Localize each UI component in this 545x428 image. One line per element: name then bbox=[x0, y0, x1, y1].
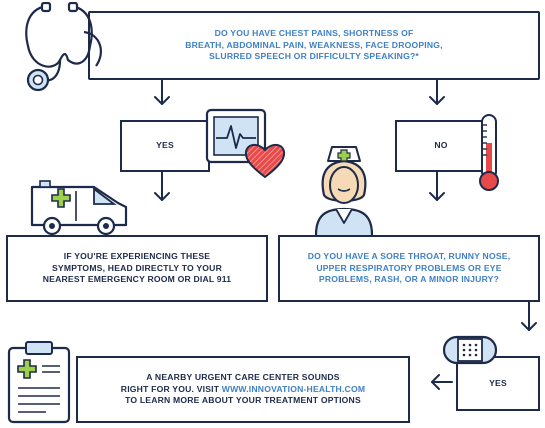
urgent-line-1: A NEARBY URGENT CARE CENTER SOUNDS bbox=[146, 372, 340, 383]
yes-box-2: YES bbox=[456, 356, 540, 411]
urgent-line-3: TO LEARN MORE ABOUT YOUR TREATMENT OPTIO… bbox=[125, 395, 361, 406]
question-minor-text: DO YOU HAVE A SORE THROAT, RUNNY NOSE, U… bbox=[307, 251, 511, 285]
yes-box-1: YES bbox=[120, 120, 210, 172]
clipboard-icon bbox=[7, 341, 71, 424]
question-chest-pain-box: DO YOU HAVE CHEST PAINS, SHORTNESS OF BR… bbox=[88, 11, 540, 80]
emergency-box: IF YOU'RE EXPERIENCING THESE SYMPTOMS, H… bbox=[6, 235, 268, 302]
thermometer-icon bbox=[479, 114, 499, 191]
nurse-icon bbox=[314, 146, 374, 235]
ambulance-icon bbox=[30, 180, 128, 236]
urgent-line-2: RIGHT FOR YOU. VISIT WWW.INNOVATION-HEAL… bbox=[121, 384, 365, 396]
stethoscope-icon bbox=[25, 2, 102, 92]
no-box: NO bbox=[395, 120, 487, 172]
urgent-care-box: A NEARBY URGENT CARE CENTER SOUNDS RIGHT… bbox=[76, 356, 410, 423]
bandage-icon bbox=[442, 335, 498, 365]
yes-label-2: YES bbox=[489, 377, 507, 388]
emergency-text: IF YOU'RE EXPERIENCING THESE SYMPTOMS, H… bbox=[42, 251, 232, 285]
urgent-line-2-prefix: RIGHT FOR YOU. VISIT bbox=[120, 383, 222, 394]
question-chest-pain-text: DO YOU HAVE CHEST PAINS, SHORTNESS OF BR… bbox=[185, 28, 443, 62]
yes-label-1: YES bbox=[156, 140, 174, 151]
no-label: NO bbox=[434, 140, 448, 151]
heart-icon bbox=[244, 144, 286, 179]
website-link[interactable]: WWW.INNOVATION-HEALTH.COM bbox=[221, 383, 366, 394]
question-minor-box: DO YOU HAVE A SORE THROAT, RUNNY NOSE, U… bbox=[278, 235, 540, 302]
